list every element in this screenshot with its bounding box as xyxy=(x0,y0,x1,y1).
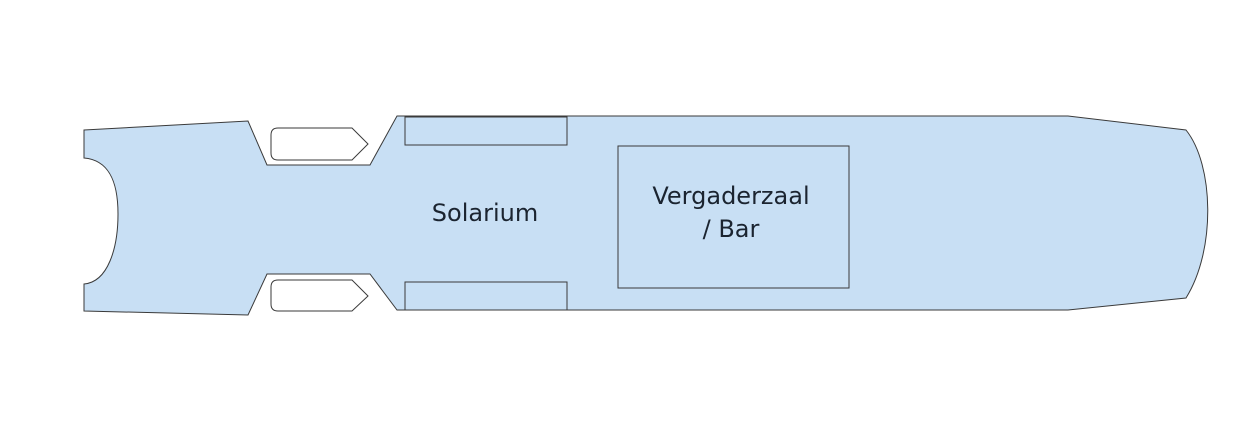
lower-deck-opening xyxy=(270,279,369,312)
meeting-room-bar-room xyxy=(617,145,850,289)
solarium-lower-block xyxy=(404,281,568,311)
meeting-room-label-line1: Vergaderzaal xyxy=(652,182,809,210)
upper-deck-opening xyxy=(270,127,369,161)
solarium-upper-block xyxy=(404,116,568,146)
meeting-room-label-line2: / Bar xyxy=(703,215,760,243)
solarium-label: Solarium xyxy=(432,199,538,227)
